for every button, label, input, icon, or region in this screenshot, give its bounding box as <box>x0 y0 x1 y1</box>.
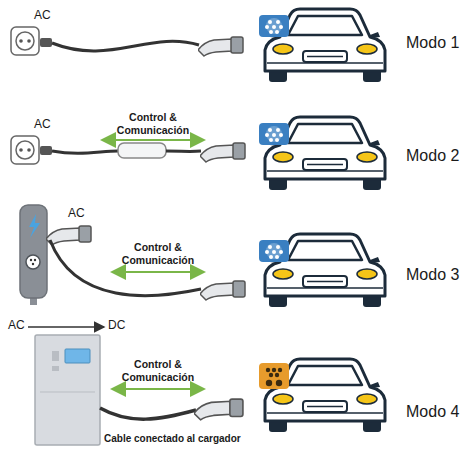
supply-label: AC <box>68 206 85 220</box>
mode-4-illustration <box>28 327 385 445</box>
supply-label: AC <box>8 318 25 332</box>
supply-label: AC <box>34 8 51 22</box>
signal-label: Control & Comunicación <box>108 358 208 383</box>
mode-3-illustration <box>20 205 385 307</box>
supply-label: AC <box>34 117 51 131</box>
mode-1-illustration <box>11 9 385 82</box>
supply-label: DC <box>108 318 125 332</box>
mode-2-illustration <box>11 117 385 190</box>
mode-label: Modo 1 <box>406 33 459 52</box>
mode-label: Modo 2 <box>406 146 459 165</box>
cable-note: Cable conectado al cargador <box>104 433 241 445</box>
signal-label: Control & Comunicación <box>108 241 208 266</box>
mode-label: Modo 4 <box>406 402 459 421</box>
signal-label: Control & Comunicación <box>100 111 206 136</box>
mode-label: Modo 3 <box>406 265 459 284</box>
